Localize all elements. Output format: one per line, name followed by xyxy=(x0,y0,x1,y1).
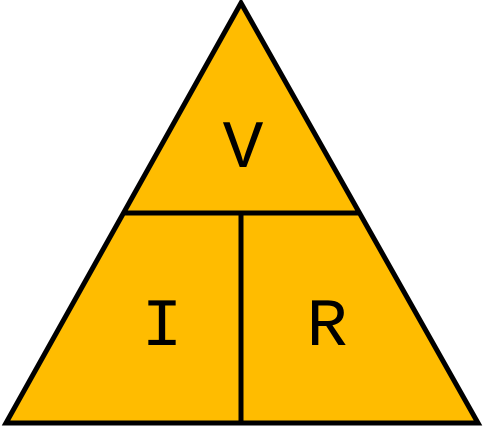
resistance-label: R xyxy=(307,289,348,366)
current-label: I xyxy=(142,289,183,366)
voltage-label: V xyxy=(223,111,264,188)
